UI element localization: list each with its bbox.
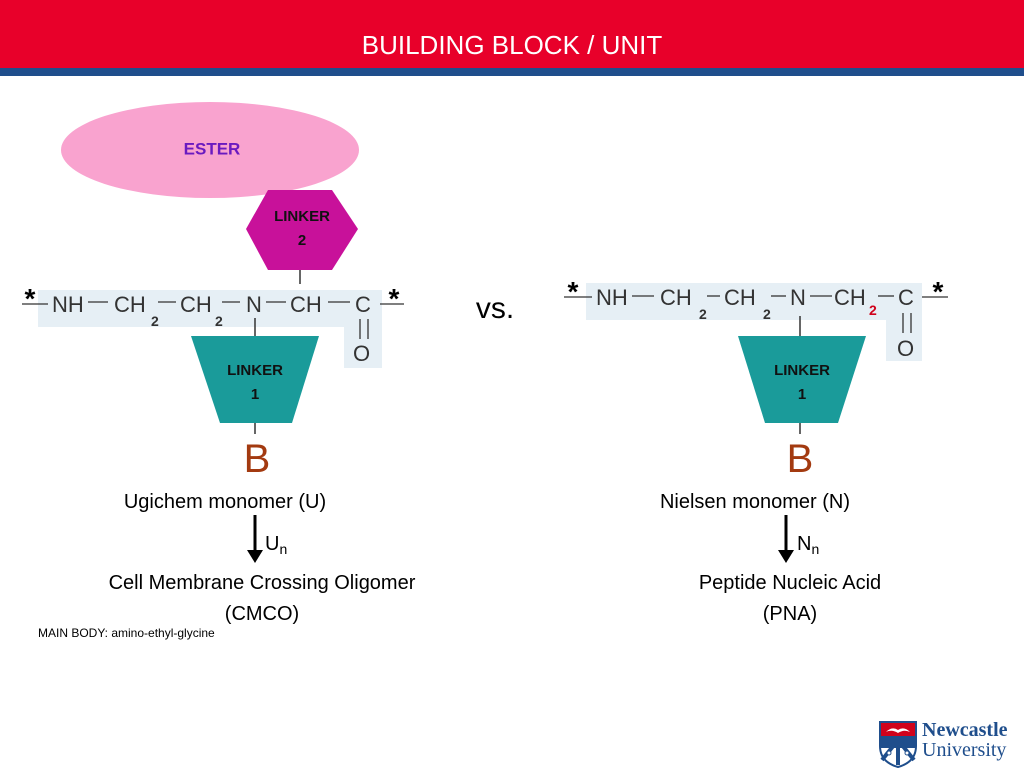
left-oligomer-symbol: Un xyxy=(265,532,287,561)
right-sub-a: 2 xyxy=(699,306,707,322)
right-oligomer-symbol: Nn xyxy=(797,532,819,561)
header-stripe xyxy=(0,68,1024,76)
right-product-line1: Peptide Nucleic Acid xyxy=(698,572,882,594)
left-oligomer-letter: U xyxy=(265,533,280,555)
page-title: BUILDING BLOCK / UNIT xyxy=(361,30,663,60)
right-atom-ch2a: CH xyxy=(660,285,692,310)
left-linker1-label-line1: LINKER xyxy=(227,362,283,379)
linker2-hexagon xyxy=(246,190,358,270)
left-carbonyl-background xyxy=(344,327,382,368)
right-sub-b: 2 xyxy=(763,306,771,322)
right-sub-c: 2 xyxy=(869,302,877,318)
left-chain-background xyxy=(38,290,382,327)
right-star-end: * xyxy=(933,276,944,307)
linker2-label-line2: 2 xyxy=(298,232,306,249)
right-monomer-name: Nielsen monomer (N) xyxy=(659,491,851,513)
crest-icon xyxy=(879,721,917,768)
right-atom-nh: NH xyxy=(596,285,628,310)
linker2-label-line1: LINKER xyxy=(274,208,330,225)
right-linker1-label-line1: LINKER xyxy=(774,362,830,379)
left-sub-b: 2 xyxy=(215,313,223,329)
right-atom-ch2b: CH xyxy=(724,285,756,310)
right-product-line2: (PNA) xyxy=(762,603,818,625)
logo-line1: Newcastle xyxy=(922,719,1008,741)
left-atom-c: C xyxy=(355,292,371,317)
left-base-b: B xyxy=(244,437,271,481)
right-oligomer-letter: N xyxy=(797,533,812,555)
vs-label: vs. xyxy=(476,292,514,325)
right-atom-c: C xyxy=(898,285,914,310)
left-star-end: * xyxy=(389,283,400,314)
logo-line2: University xyxy=(922,739,1007,761)
left-monomer-name: Ugichem monomer (U) xyxy=(123,491,327,513)
left-linker1-trapezoid xyxy=(191,336,319,423)
left-atom-ch2a: CH xyxy=(114,292,146,317)
right-linker1-trapezoid xyxy=(738,336,866,423)
left-arrow-head xyxy=(247,550,263,563)
left-atom-ch: CH xyxy=(290,292,322,317)
right-star-start: * xyxy=(568,276,579,307)
university-logo: Newcastle University xyxy=(878,718,1024,768)
left-atom-o: O xyxy=(353,341,370,366)
left-product-line1: Cell Membrane Crossing Oligomer xyxy=(108,572,416,594)
left-atom-n: N xyxy=(246,292,262,317)
left-product-line2: (CMCO) xyxy=(224,603,300,625)
right-chain-background xyxy=(586,283,922,320)
left-sub-a: 2 xyxy=(151,313,159,329)
left-linker1-label-line2: 1 xyxy=(251,386,259,403)
header-bar xyxy=(0,0,1024,68)
left-atom-nh: NH xyxy=(52,292,84,317)
right-arrow-head xyxy=(778,550,794,563)
right-atom-ch2c: CH xyxy=(834,285,866,310)
ester-label: ESTER xyxy=(184,139,241,158)
left-star-start: * xyxy=(25,283,36,314)
right-carbonyl-background xyxy=(886,320,922,361)
left-atom-ch2b: CH xyxy=(180,292,212,317)
right-base-b: B xyxy=(787,437,814,481)
main-body-note: MAIN BODY: amino-ethyl-glycine xyxy=(38,626,215,640)
ester-ellipse xyxy=(61,102,359,198)
right-atom-n: N xyxy=(790,285,806,310)
right-oligomer-subscript: n xyxy=(811,541,820,557)
right-atom-o: O xyxy=(897,336,914,361)
right-linker1-label-line2: 1 xyxy=(798,386,806,403)
left-oligomer-subscript: n xyxy=(279,541,288,557)
